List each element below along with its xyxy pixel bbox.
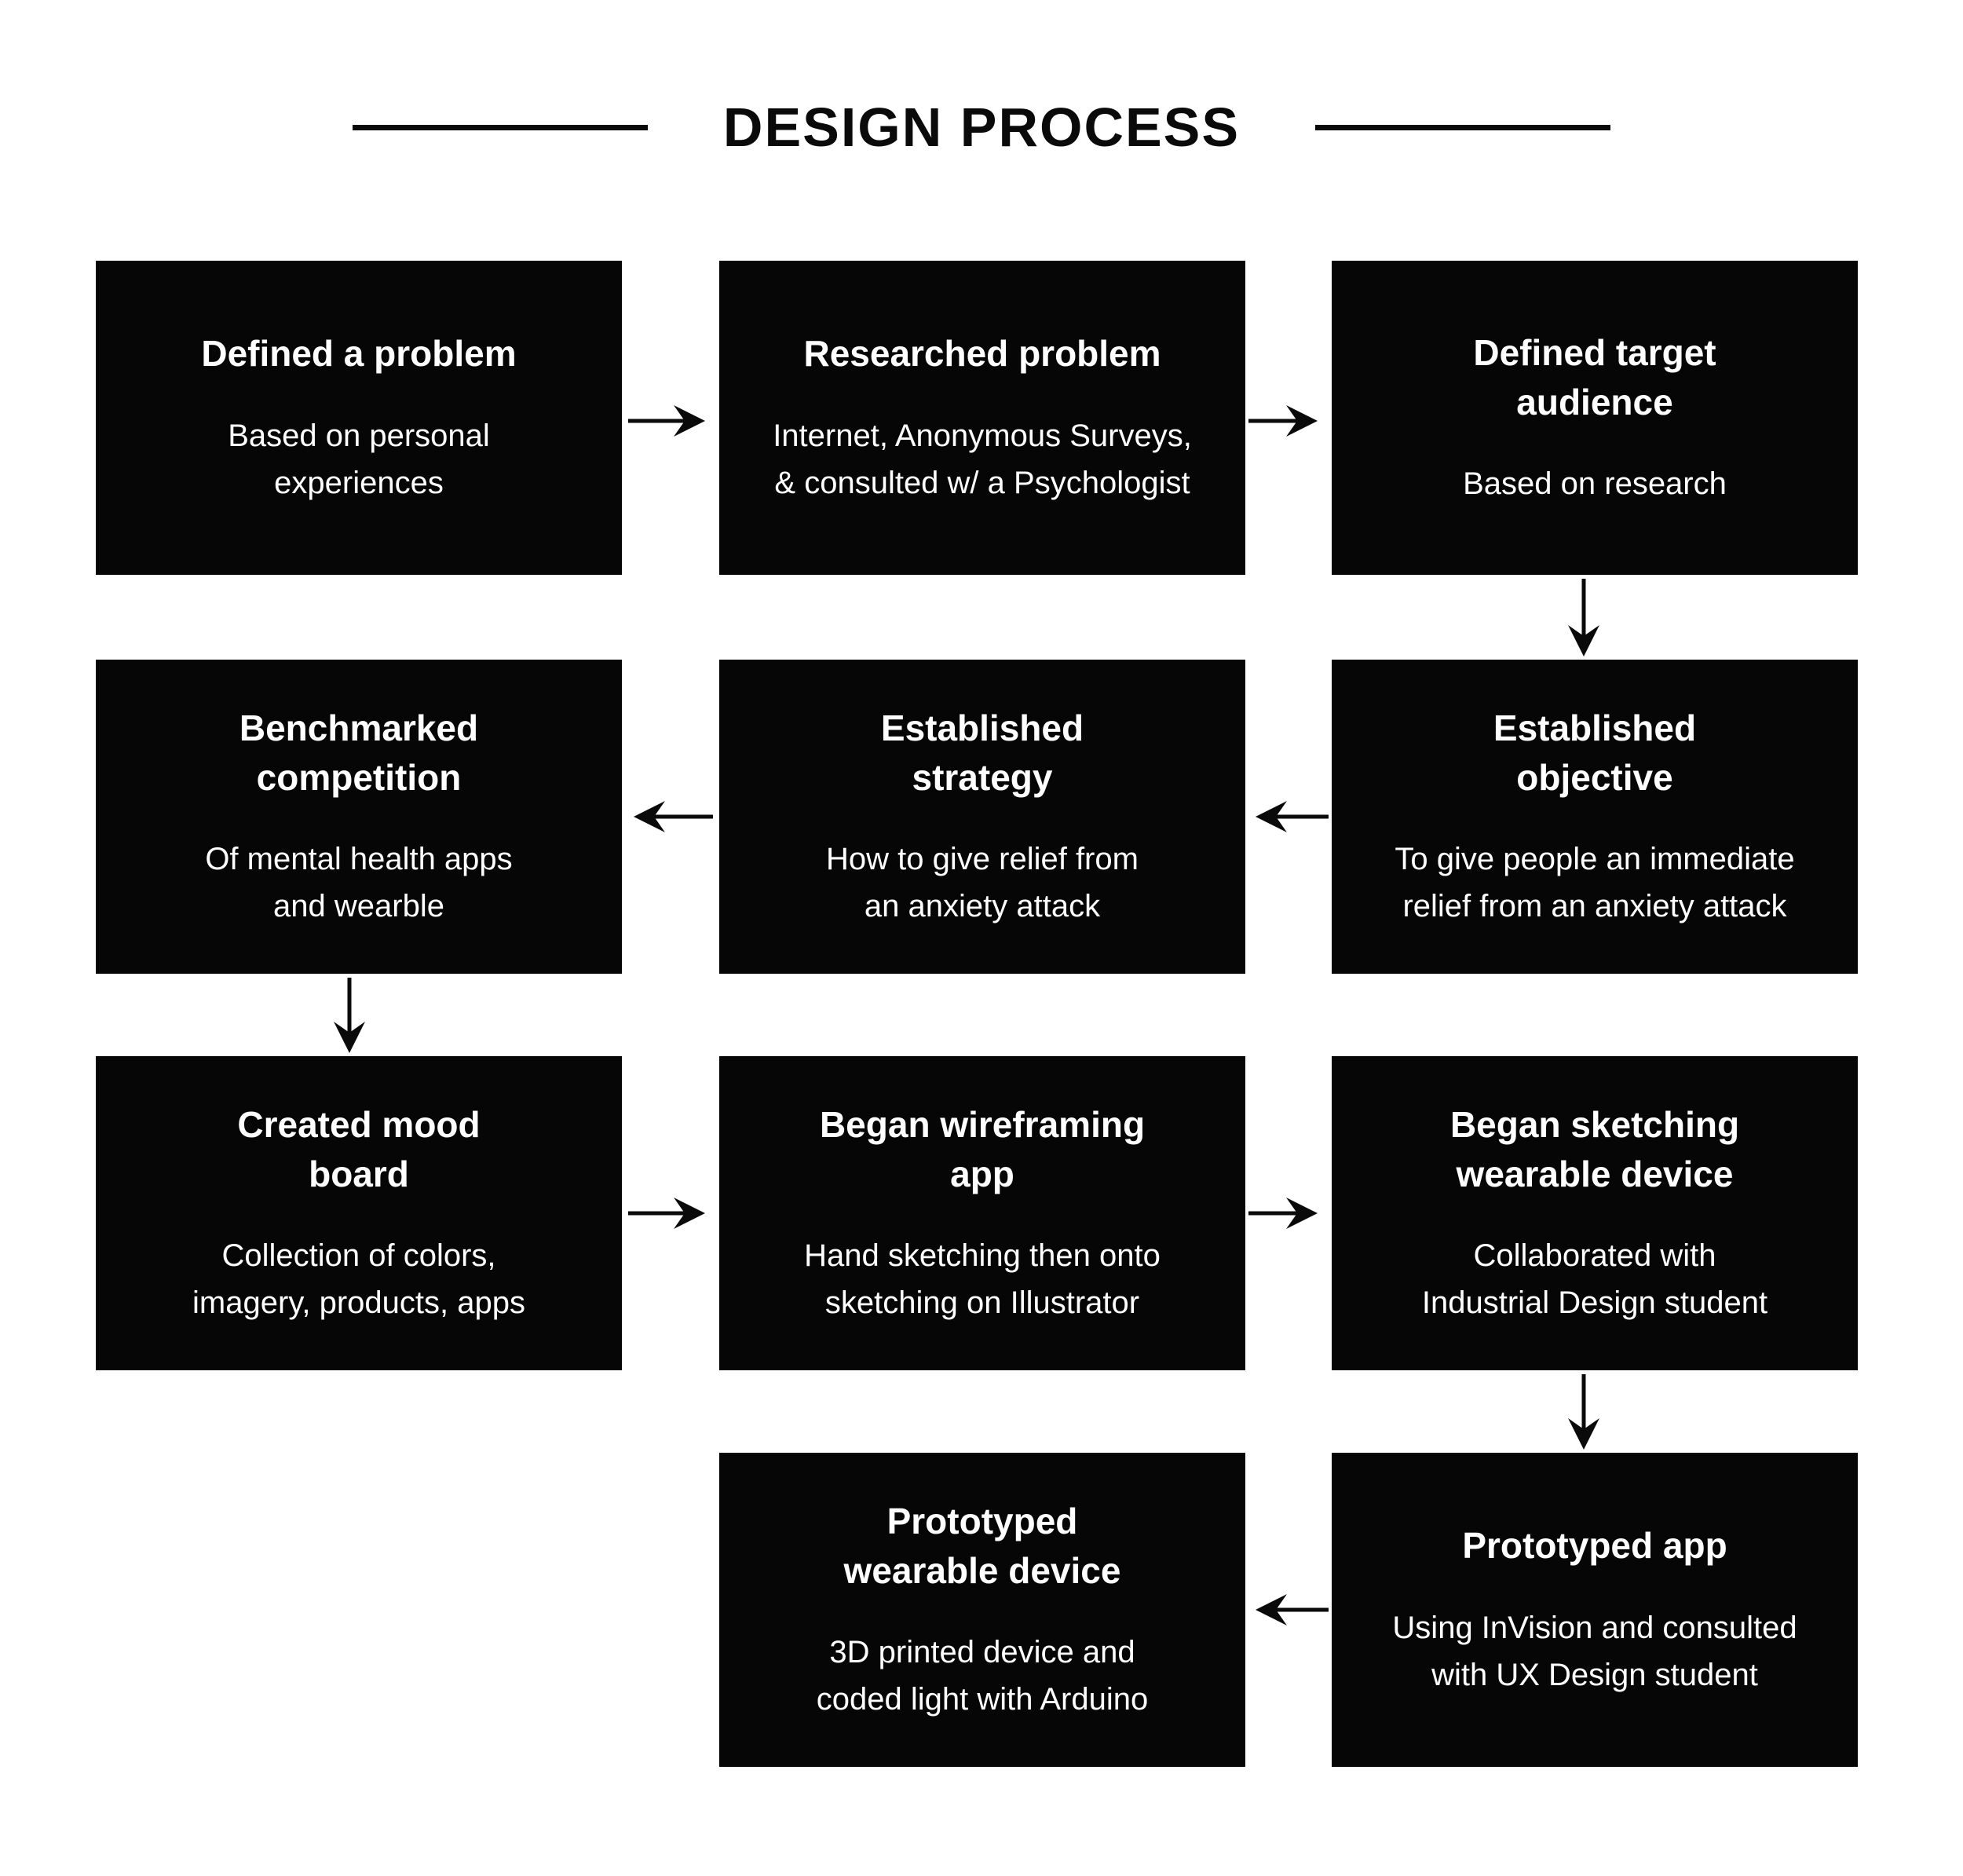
box-desc: To give people an immediate relief from … (1395, 842, 1795, 924)
box-researched-problem: Researched problem Internet, Anonymous S… (719, 261, 1245, 575)
box-desc: Based on personal experiences (228, 418, 490, 500)
box-began-wireframing-app: Began wireframing app Hand sketching the… (719, 1056, 1245, 1370)
box-title: Began wireframing app (819, 1103, 1146, 1194)
box-title: Benchmarked competition (239, 707, 479, 798)
box-desc: Internet, Anonymous Surveys, & consulted… (773, 418, 1192, 500)
box-title: Prototyped wearable device (843, 1500, 1121, 1591)
box-established-strategy: Established strategy How to give relief … (719, 660, 1245, 974)
box-prototyped-wearable-device: Prototyped wearable device 3D printed de… (719, 1453, 1245, 1767)
box-title: Established strategy (880, 707, 1084, 798)
page-title: DESIGN PROCESS (722, 97, 1241, 158)
box-desc: Hand sketching then onto sketching on Il… (804, 1238, 1161, 1321)
box-benchmarked-competition: Benchmarked competition Of mental health… (96, 660, 622, 974)
box-defined-target-audience: Defined target audience Based on researc… (1332, 261, 1858, 575)
box-desc: Collaborated with Industrial Design stud… (1421, 1238, 1768, 1321)
box-desc: Based on research (1463, 466, 1727, 502)
box-title: Prototyped app (1462, 1525, 1727, 1567)
box-desc: 3D printed device and coded light with A… (816, 1635, 1149, 1717)
box-established-objective: Established objective To give people an … (1332, 660, 1858, 974)
box-desc: Of mental health apps and wearble (205, 842, 513, 924)
box-began-sketching-wearable-device: Began sketching wearable device Collabor… (1332, 1056, 1858, 1370)
title-rule-left (352, 124, 648, 130)
title-row: DESIGN PROCESS (0, 96, 1963, 159)
box-desc: Using InVision and consulted with UX Des… (1392, 1610, 1797, 1692)
box-title: Defined a problem (201, 333, 517, 375)
box-title: Began sketching wearable device (1449, 1103, 1740, 1194)
box-title: Created mood board (237, 1103, 481, 1194)
box-title: Defined target audience (1473, 331, 1716, 422)
box-title: Researched problem (803, 333, 1161, 375)
box-desc: Collection of colors, imagery, products,… (192, 1238, 525, 1321)
box-created-mood-board: Created mood board Collection of colors,… (96, 1056, 622, 1370)
box-title: Established objective (1493, 707, 1697, 798)
box-prototyped-app: Prototyped app Using InVision and consul… (1332, 1453, 1858, 1767)
box-desc: How to give relief from an anxiety attac… (826, 842, 1139, 924)
title-rule-right (1315, 124, 1611, 130)
box-defined-a-problem: Defined a problem Based on personal expe… (96, 261, 622, 575)
